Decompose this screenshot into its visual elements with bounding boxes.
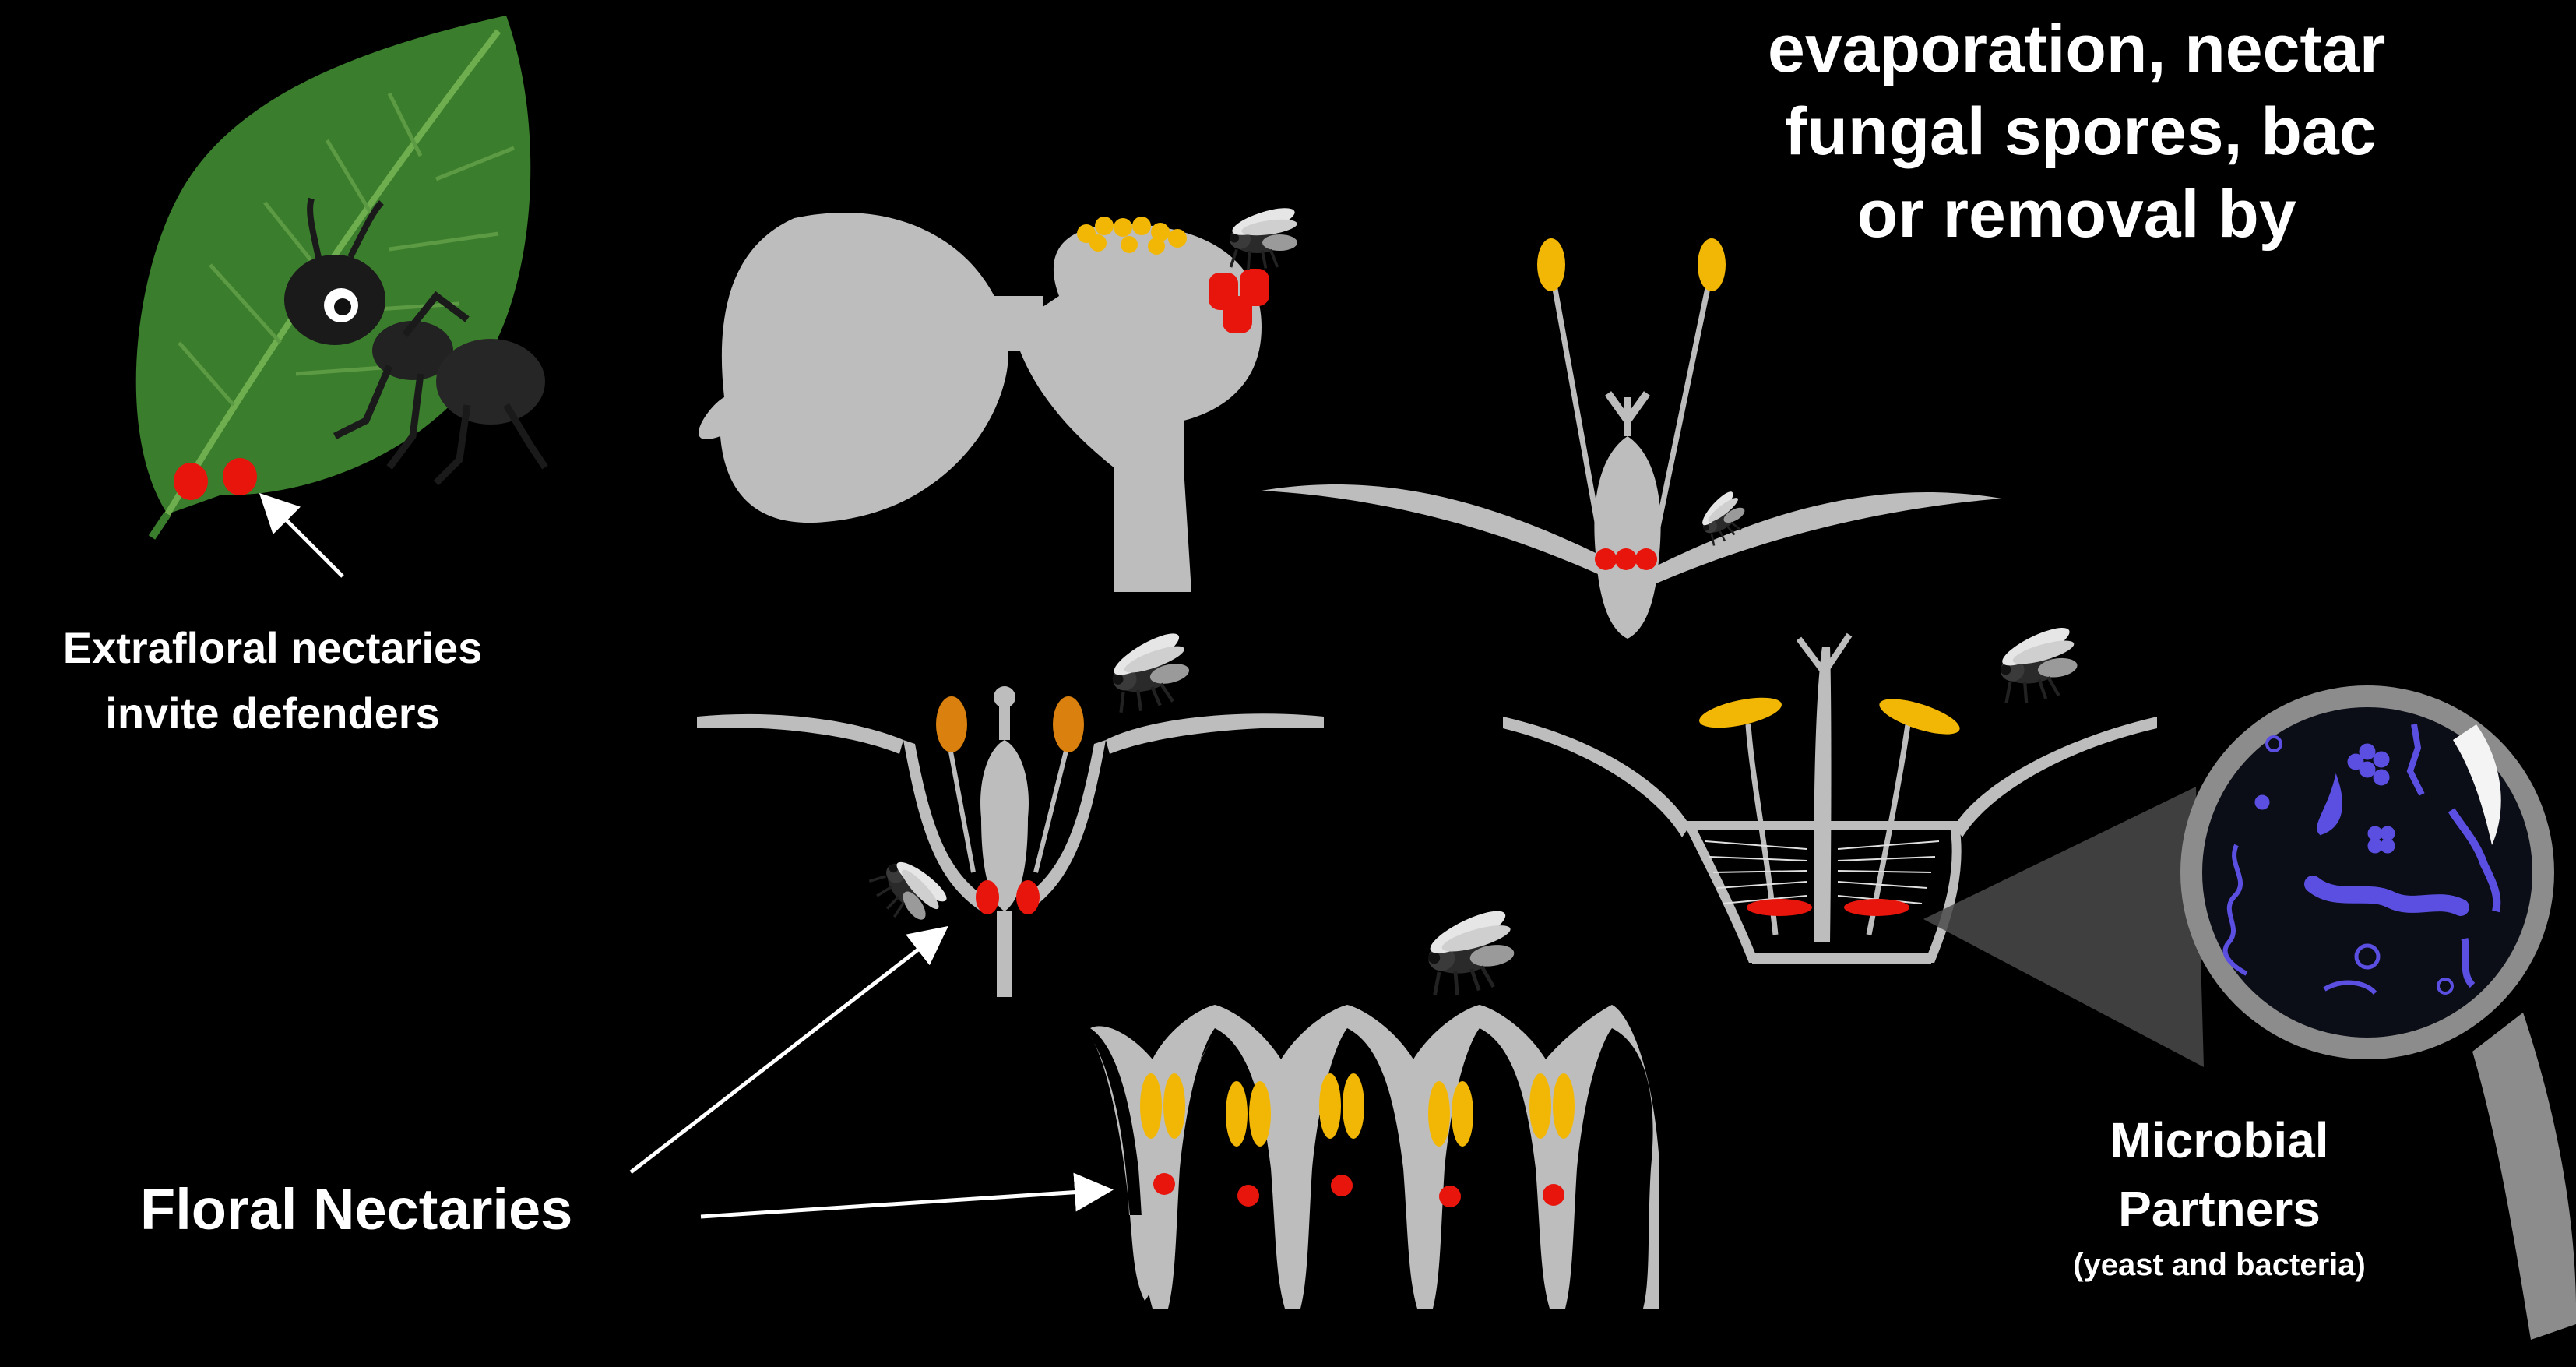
extrafloral-nectary (223, 458, 257, 495)
anther (1876, 692, 1964, 742)
extrafloral-label-line-2: invite defenders (0, 681, 545, 746)
microbial-label-line-1: Microbial (2009, 1106, 2430, 1175)
headline-text: evaporation, nectar fungal spores, bac o… (1768, 8, 2385, 255)
fly-icon (1104, 625, 1196, 715)
floral-nectaries-label: Floral Nectaries (140, 1175, 572, 1245)
floral-nectary (1016, 880, 1040, 914)
extrafloral-label-line-1: Extrafloral nectaries (0, 615, 545, 681)
extrafloral-nectary (174, 463, 208, 500)
microbial-partners-label: Microbial Partners (yeast and bacteria) (2009, 1106, 2430, 1287)
anther (1537, 238, 1565, 291)
floral-nectary (1595, 548, 1617, 570)
arrow-icon (701, 1190, 1106, 1217)
fly-icon (1995, 620, 2082, 706)
floral-nectary (976, 880, 999, 914)
floral-nectary (1747, 899, 1812, 916)
anther (1053, 696, 1084, 752)
fly-icon (1230, 203, 1298, 270)
anther (936, 696, 967, 752)
anther-row (1140, 1073, 1575, 1147)
flower-2 (1262, 280, 2001, 639)
arrow-icon (631, 931, 942, 1172)
headline-line-1: evaporation, nectar (1768, 8, 2385, 90)
flower-3 (697, 686, 1324, 997)
headline-line-2: fungal spores, bac (1768, 90, 2385, 173)
microbial-label-line-2: Partners (2009, 1175, 2430, 1243)
floral-nectary (1844, 899, 1909, 916)
extrafloral-label: Extrafloral nectaries invite defenders (0, 615, 545, 746)
anther (1697, 692, 1784, 734)
floral-nectary (1615, 548, 1637, 570)
anther (1698, 238, 1726, 291)
floral-nectary (1223, 296, 1252, 333)
fly-icon (1422, 902, 1520, 998)
flower-silhouette-1 (699, 213, 1262, 592)
floral-nectary-row (1153, 1173, 1564, 1207)
microbial-label-line-3: (yeast and bacteria) (2009, 1243, 2430, 1287)
floral-nectary (1635, 548, 1657, 570)
tubular-flower-row (1090, 1005, 1659, 1309)
arrow-icon (265, 499, 343, 576)
headline-line-3: or removal by (1768, 173, 2385, 255)
